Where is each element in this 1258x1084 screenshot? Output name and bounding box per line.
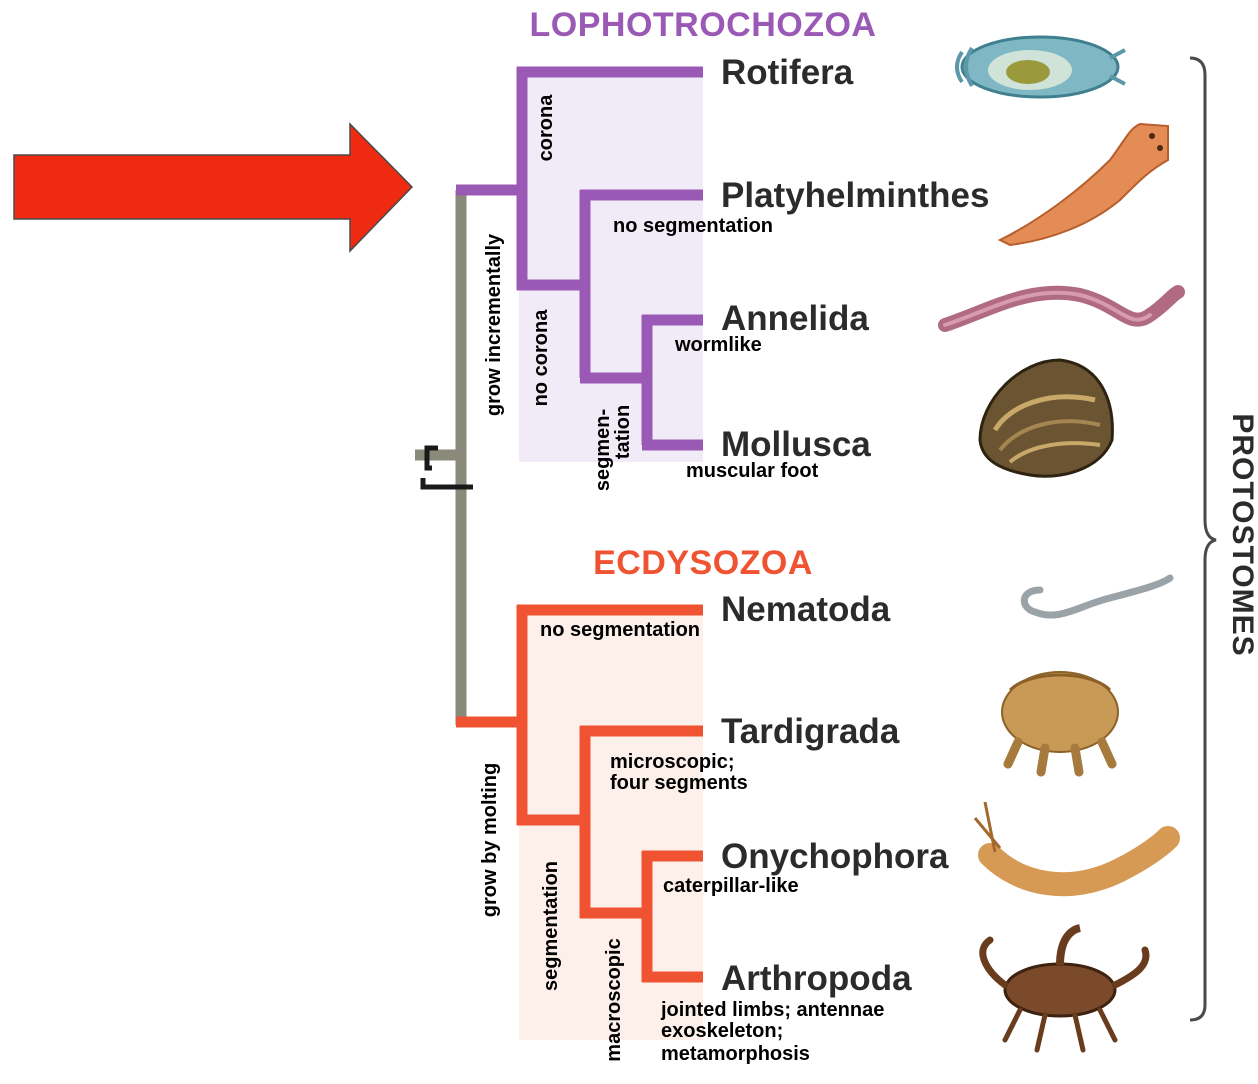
taxon-arthropoda: Arthropoda [721,959,912,998]
earthworm-icon [945,292,1178,325]
trait-tardigrada-line1: microscopic; [610,751,734,773]
rotifer-icon [957,37,1125,97]
trait-tardigrada-line2: four segments [610,772,748,794]
branch-label-grow-by-molting: grow by molting [479,763,501,917]
red-arrow-icon [14,124,412,251]
taxon-onychophora: Onychophora [721,837,949,876]
protostomes-label: PROTOSTOMES [1226,413,1258,656]
taxon-tardigrada: Tardigrada [721,712,900,751]
trait-mollusca: muscular foot [686,460,819,482]
ecdysozoa-title: ECDYSOZOA [593,544,813,582]
taxon-annelida: Annelida [721,299,869,338]
branch-label-corona: corona [535,94,557,162]
taxon-mollusca: Mollusca [721,425,871,464]
tardigrade-icon [1002,672,1118,772]
scorpion-icon [983,928,1146,1050]
taxon-platyhelminthes: Platyhelminthes [721,176,989,215]
branch-label-segmentation-part1: segmen- [592,409,614,491]
trait-onychophora: caterpillar-like [663,875,799,897]
trait-nematoda: no segmentation [540,619,700,641]
trait-arthropoda-line2: exoskeleton; [661,1020,783,1042]
root-stem [415,190,461,725]
branch-label-grow-incrementally: grow incrementally [483,233,505,416]
branch-label-segmentation: segmentation [540,861,562,991]
trait-arthropoda-line1: jointed limbs; antennae [660,999,884,1021]
clam-icon [980,360,1112,476]
taxon-nematoda: Nematoda [721,590,891,629]
velvet-worm-icon [975,802,1168,884]
lophotrochozoa-title: LOPHOTROCHOZOA [530,6,877,44]
protostomes-brace [1190,58,1216,1020]
trait-arthropoda-line3: metamorphosis [661,1043,810,1065]
taxon-rotifera: Rotifera [721,53,854,92]
trait-annelida: wormlike [674,334,762,356]
branch-label-segmentation-part2: tation [612,405,634,459]
roundworm-icon [1024,578,1170,615]
flatworm-icon [1000,124,1168,245]
branch-label-no-corona: no corona [530,309,552,407]
trait-platyhelminthes: no segmentation [613,215,773,237]
branch-label-macroscopic: macroscopic [603,938,625,1061]
